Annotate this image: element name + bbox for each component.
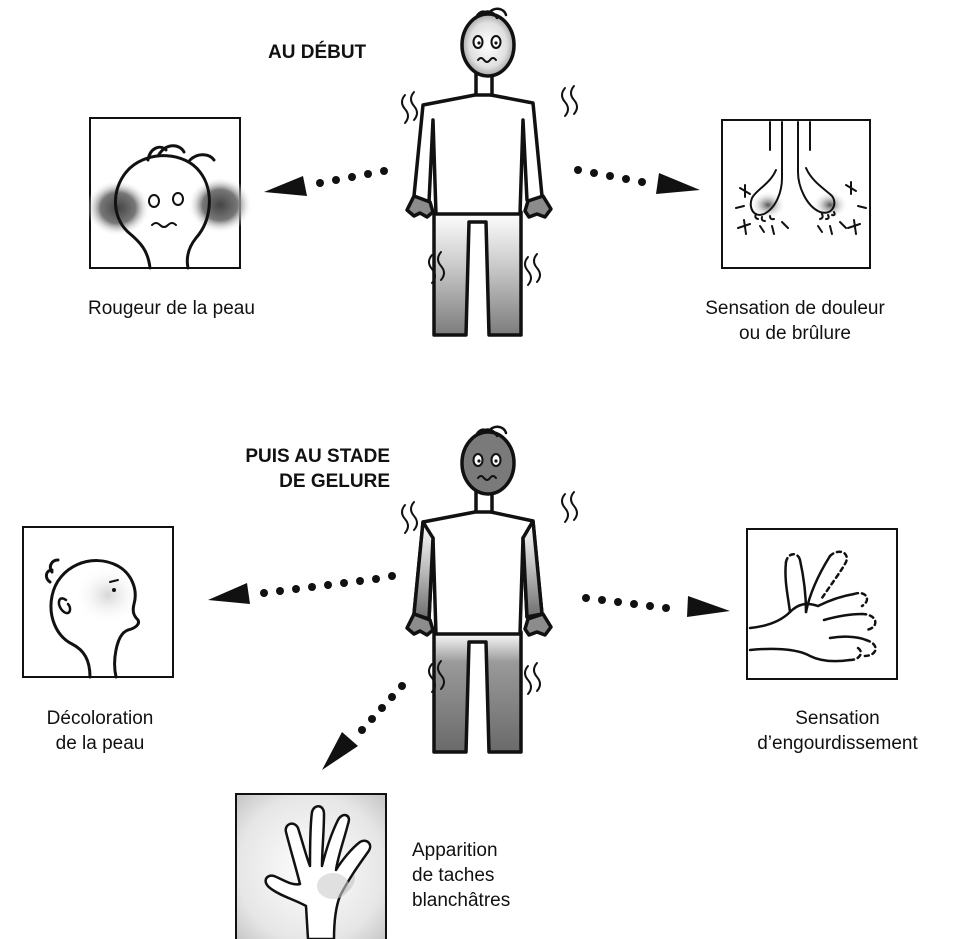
burning-feet-illustration xyxy=(722,120,870,268)
white-patches-caption-line1: Apparition xyxy=(412,838,510,863)
stage2-heading-line1: PUIS AU STADE xyxy=(190,444,390,469)
arrow-to-discoloration xyxy=(208,572,396,604)
numbness-caption-line1: Sensation xyxy=(730,706,945,731)
arrow-to-skin-redness xyxy=(264,167,388,196)
white-patches-caption-line2: de taches xyxy=(412,863,510,888)
skin-redness-illustration xyxy=(86,118,252,268)
arrow-to-burning-pain xyxy=(574,166,700,194)
discoloration-caption-line1: Décoloration xyxy=(20,706,180,731)
arrow-to-numbness xyxy=(582,594,730,617)
numbness-hand-illustration xyxy=(747,529,897,679)
white-patches-caption-line3: blanchâtres xyxy=(412,888,510,913)
burning-pain-caption-line2: ou de brûlure xyxy=(670,321,920,346)
white-patches-hand-illustration xyxy=(236,794,386,939)
figure-frostbite-stage xyxy=(402,427,577,752)
discoloration-caption: Décoloration de la peau xyxy=(20,706,180,756)
numbness-caption: Sensation d’engourdissement xyxy=(730,706,945,756)
burning-pain-caption-line1: Sensation de douleur xyxy=(670,296,920,321)
stage2-heading-line2: DE GELURE xyxy=(190,469,390,494)
skin-redness-caption: Rougeur de la peau xyxy=(88,296,255,321)
numbness-caption-line2: d’engourdissement xyxy=(730,731,945,756)
arrow-to-white-patches xyxy=(322,682,406,770)
stage1-heading: AU DÉBUT xyxy=(268,40,366,65)
white-patches-caption: Apparition de taches blanchâtres xyxy=(412,838,510,913)
skin-discoloration-illustration xyxy=(23,527,173,677)
stage2-heading: PUIS AU STADE DE GELURE xyxy=(190,444,390,494)
discoloration-caption-line2: de la peau xyxy=(20,731,180,756)
figure-early-stage xyxy=(402,9,577,335)
burning-pain-caption: Sensation de douleur ou de brûlure xyxy=(670,296,920,346)
